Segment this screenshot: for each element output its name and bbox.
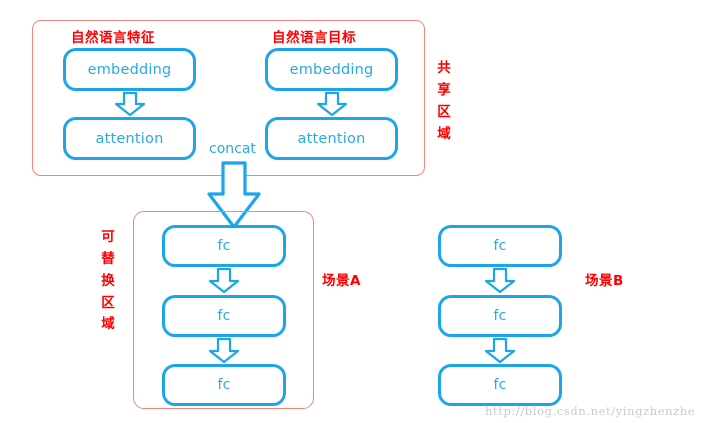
- shared-region-label: 共享区域: [437, 60, 451, 142]
- node-fc-a-3[interactable]: fc: [162, 364, 286, 406]
- nl-target-column-header: 自然语言目标: [272, 30, 356, 46]
- node-fc-b-3[interactable]: fc: [438, 364, 562, 406]
- watermark-text: http://blog.csdn.net/yingzhenzhe: [485, 404, 696, 418]
- node-fc-a-1[interactable]: fc: [162, 225, 286, 267]
- node-fc-a-2[interactable]: fc: [162, 295, 286, 337]
- replaceable-region-label: 可替换区域: [101, 229, 115, 333]
- node-attention-target[interactable]: attention: [265, 117, 398, 160]
- arrow-fc-b-1-to-2: [483, 267, 517, 298]
- replaceable-region-container: [133, 211, 314, 409]
- nl-feature-column-header: 自然语言特征: [71, 30, 155, 46]
- node-fc-b-2[interactable]: fc: [438, 295, 562, 337]
- node-embedding-feature[interactable]: embedding: [63, 48, 196, 91]
- node-fc-b-1[interactable]: fc: [438, 225, 562, 267]
- node-attention-feature[interactable]: attention: [63, 117, 196, 160]
- concat-label: concat: [209, 141, 256, 157]
- branch-label-scenario-a: 场景A: [322, 273, 361, 289]
- branch-label-scenario-b: 场景B: [585, 273, 624, 289]
- node-embedding-target[interactable]: embedding: [265, 48, 398, 91]
